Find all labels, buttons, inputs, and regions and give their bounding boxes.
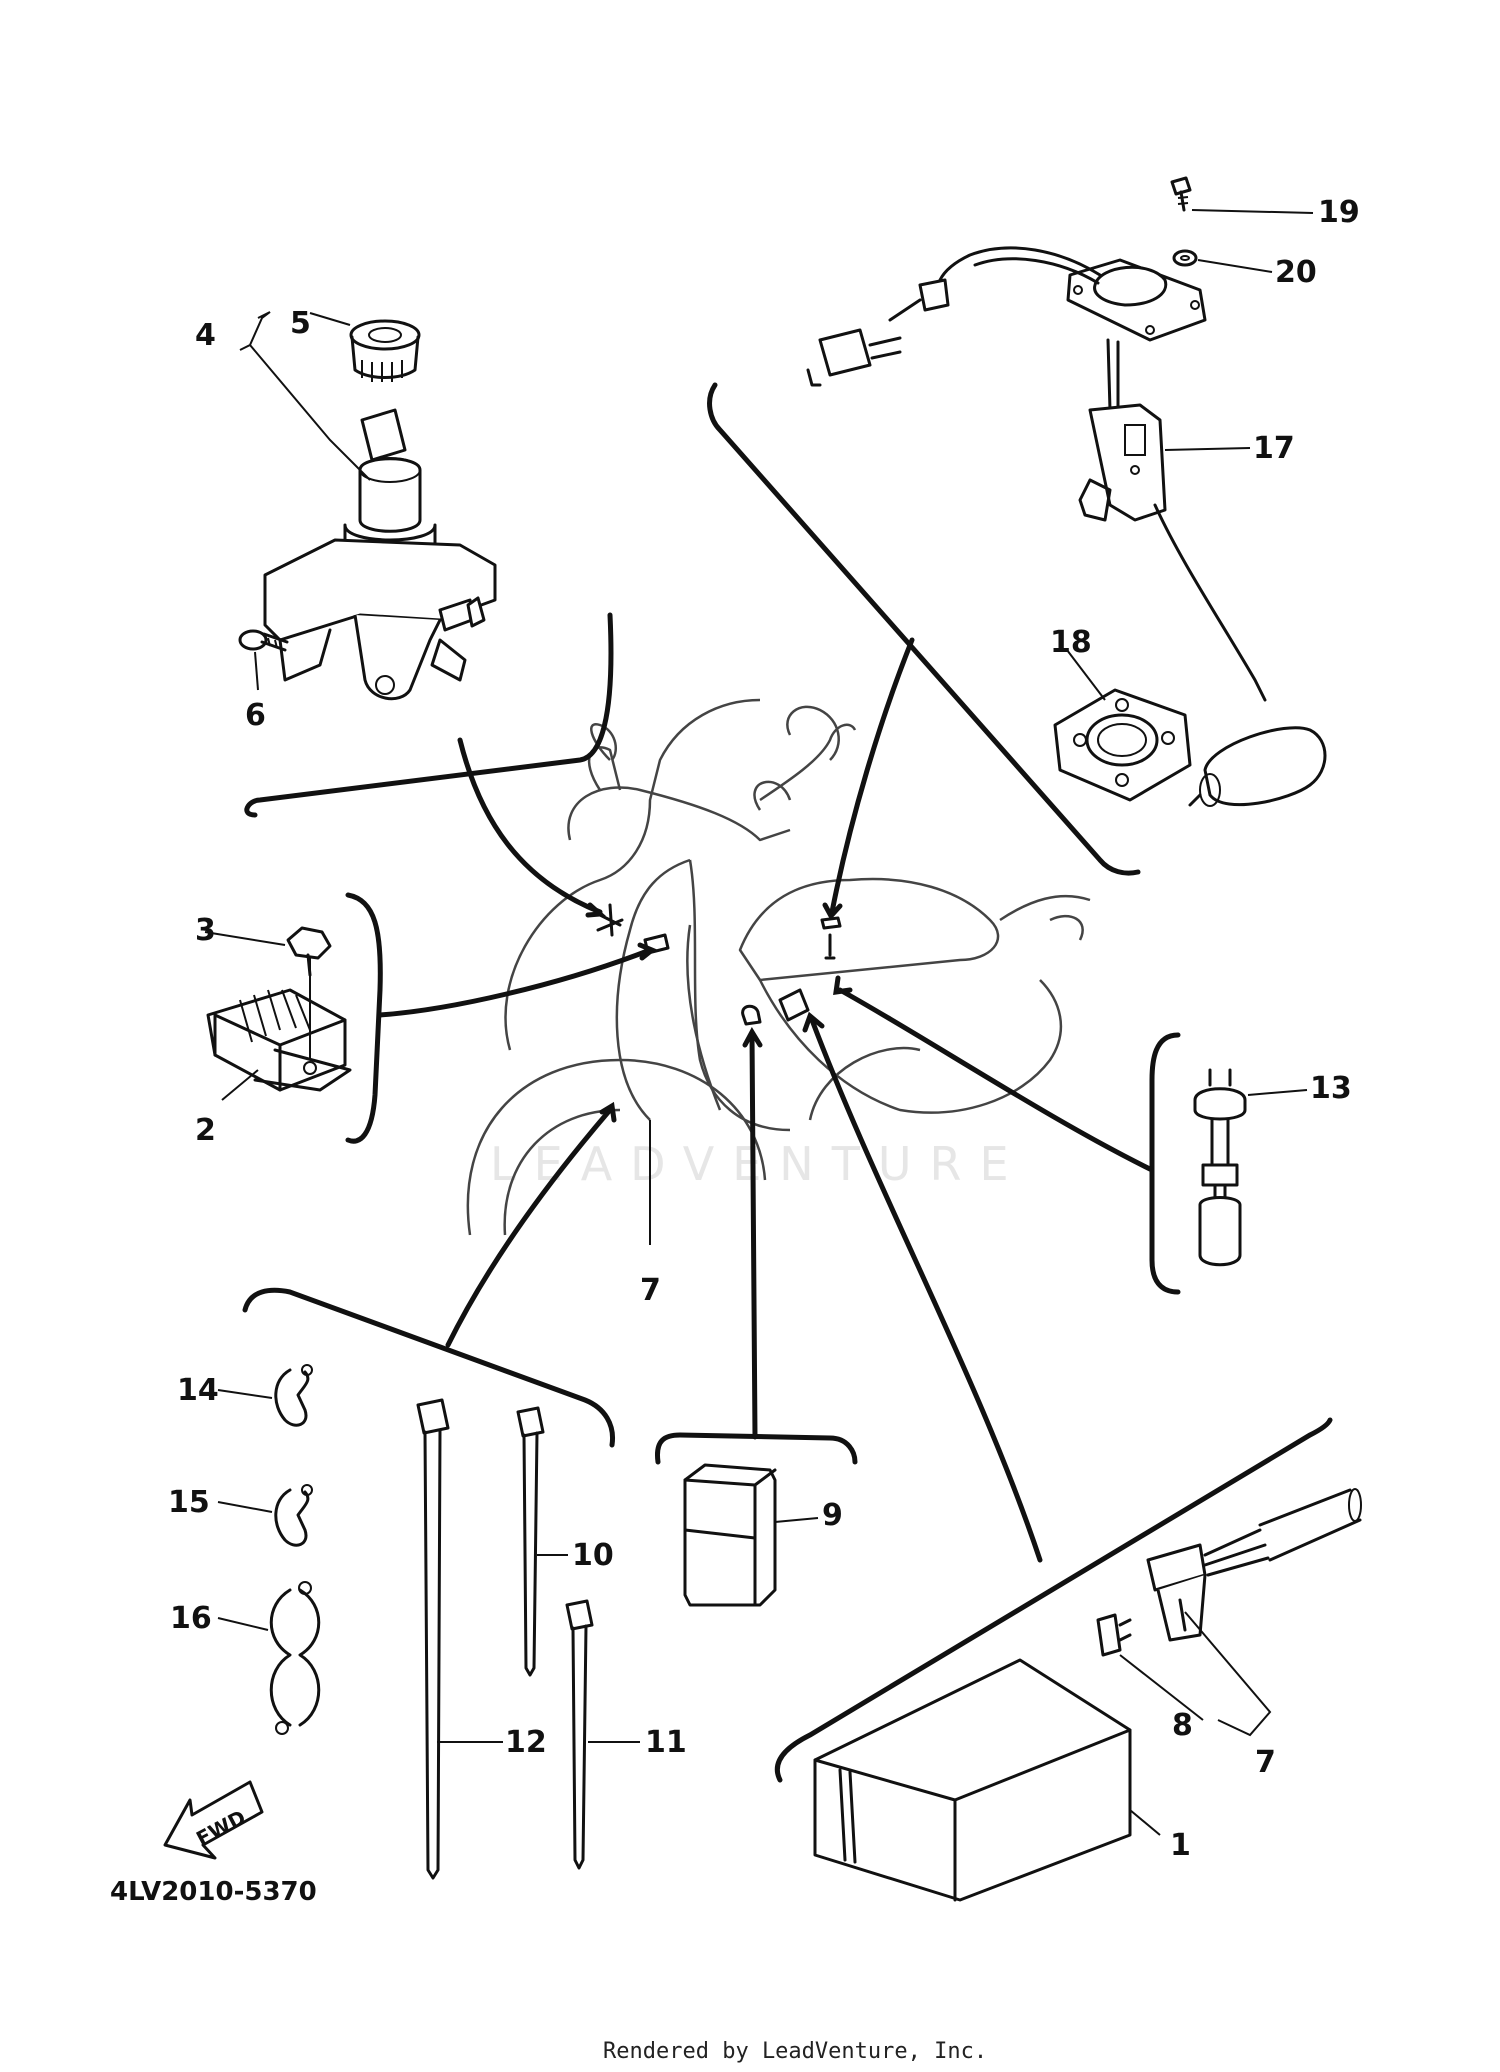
main-switch-assembly[interactable]	[238, 319, 497, 701]
leader-cdi	[809, 1017, 1043, 1563]
forward-arrow-icon: FWD	[163, 1780, 264, 1860]
leader-fuel-sender	[829, 637, 915, 915]
watermark: LEADVENTURE	[490, 1137, 1027, 1191]
bracket-cdi	[774, 1417, 1333, 1783]
bracket-clamps	[242, 1287, 616, 1448]
part-code: 4LV2010-5370	[110, 1877, 317, 1907]
clamps-and-ties[interactable]	[269, 1364, 594, 1880]
leader-relay	[749, 1032, 758, 1440]
callout-19: 19	[1318, 195, 1360, 230]
callout-2: 2	[195, 1113, 216, 1148]
bracket-main-switch	[244, 612, 614, 818]
callout-labels: 1 2 3 4 5 6 7 7 8 9 10 11 12 13 14 15 16…	[168, 195, 1360, 1863]
render-credit: Rendered by LeadVenture, Inc.	[603, 2039, 987, 2064]
callout-15: 15	[168, 1485, 210, 1520]
callout-16: 16	[170, 1601, 212, 1636]
rectifier-assembly[interactable]	[206, 926, 352, 1092]
callout-1: 1	[1170, 1828, 1191, 1863]
callout-7-bottom: 7	[1255, 1745, 1276, 1780]
callout-17: 17	[1253, 431, 1295, 466]
callout-9: 9	[822, 1498, 843, 1533]
callout-13: 13	[1310, 1071, 1352, 1106]
callout-6: 6	[245, 698, 266, 733]
leader-rectifier	[377, 947, 653, 1018]
callout-8: 8	[1172, 1708, 1193, 1743]
callout-20: 20	[1275, 255, 1317, 290]
callout-3: 3	[195, 913, 216, 948]
callout-4: 4	[195, 318, 216, 353]
bracket-level-sensor	[1149, 1032, 1181, 1295]
fuel-sender-assembly[interactable]	[806, 176, 1327, 807]
callout-12: 12	[505, 1725, 547, 1760]
callout-11: 11	[645, 1725, 687, 1760]
cdi-and-harness[interactable]	[813, 1488, 1362, 1902]
callout-14: 14	[177, 1373, 219, 1408]
callout-10: 10	[572, 1538, 614, 1573]
bracket-rectifier	[345, 892, 383, 1144]
callout-leaders	[204, 209, 1314, 1836]
leader-main-switch	[457, 737, 603, 915]
leader-clamps	[445, 1107, 613, 1348]
callout-7-center: 7	[640, 1273, 661, 1308]
callout-18: 18	[1050, 625, 1092, 660]
leader-level-sensor	[837, 987, 1155, 1173]
relay-assembly[interactable]	[683, 1463, 777, 1607]
level-sensor-assembly[interactable]	[1193, 1068, 1247, 1267]
callout-5: 5	[290, 306, 311, 341]
